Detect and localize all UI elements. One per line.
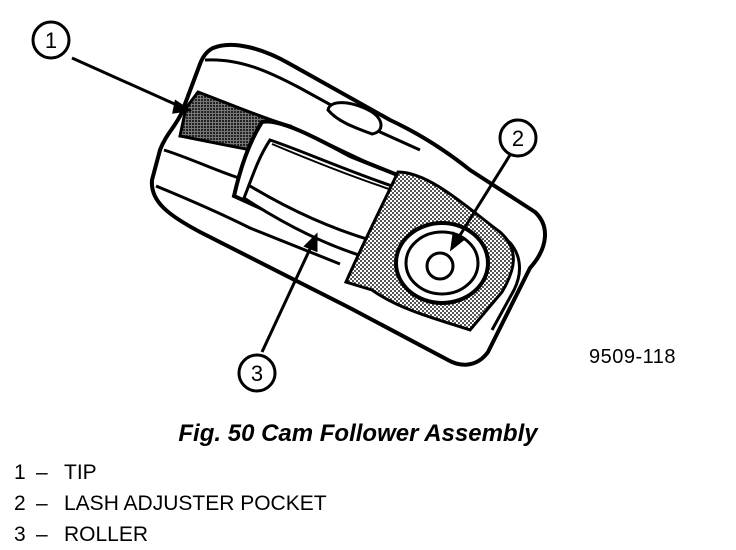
callout-2-number: 2 [512, 126, 524, 151]
legend-item: 1–TIP [14, 457, 327, 488]
leader-lines [71, 56, 512, 353]
callout-1: 1 [31, 20, 71, 60]
roller [242, 138, 395, 258]
legend-dash: – [36, 461, 48, 484]
legend-dash: – [36, 523, 48, 546]
cam-follower-illustration: 1 2 3 [31, 20, 548, 393]
callout-2: 2 [498, 118, 538, 158]
callout-3: 3 [237, 353, 277, 393]
figure-caption: Fig. 50 Cam Follower Assembly [0, 420, 736, 448]
legend-label: ROLLER [64, 523, 149, 546]
legend-number: 1 [14, 461, 26, 484]
legend-dash: – [36, 492, 48, 515]
legend-item: 3–ROLLER [14, 519, 327, 550]
lash-adjuster-pocket [394, 221, 490, 305]
legend-number: 3 [14, 523, 26, 546]
legend: 1–TIP 2–LASH ADJUSTER POCKET 3–ROLLER [14, 457, 327, 550]
top-boss [326, 101, 383, 136]
callout-3-number: 3 [251, 361, 263, 386]
figure-code: 9509-118 [589, 346, 677, 368]
legend-number: 2 [14, 492, 26, 515]
figure-caption-text: Fig. 50 Cam Follower Assembly [178, 420, 538, 447]
legend-label: LASH ADJUSTER POCKET [64, 492, 327, 515]
legend-label: TIP [64, 461, 97, 484]
upper-rail [204, 58, 421, 152]
callout-1-number: 1 [45, 28, 57, 53]
legend-item: 2–LASH ADJUSTER POCKET [14, 488, 327, 519]
